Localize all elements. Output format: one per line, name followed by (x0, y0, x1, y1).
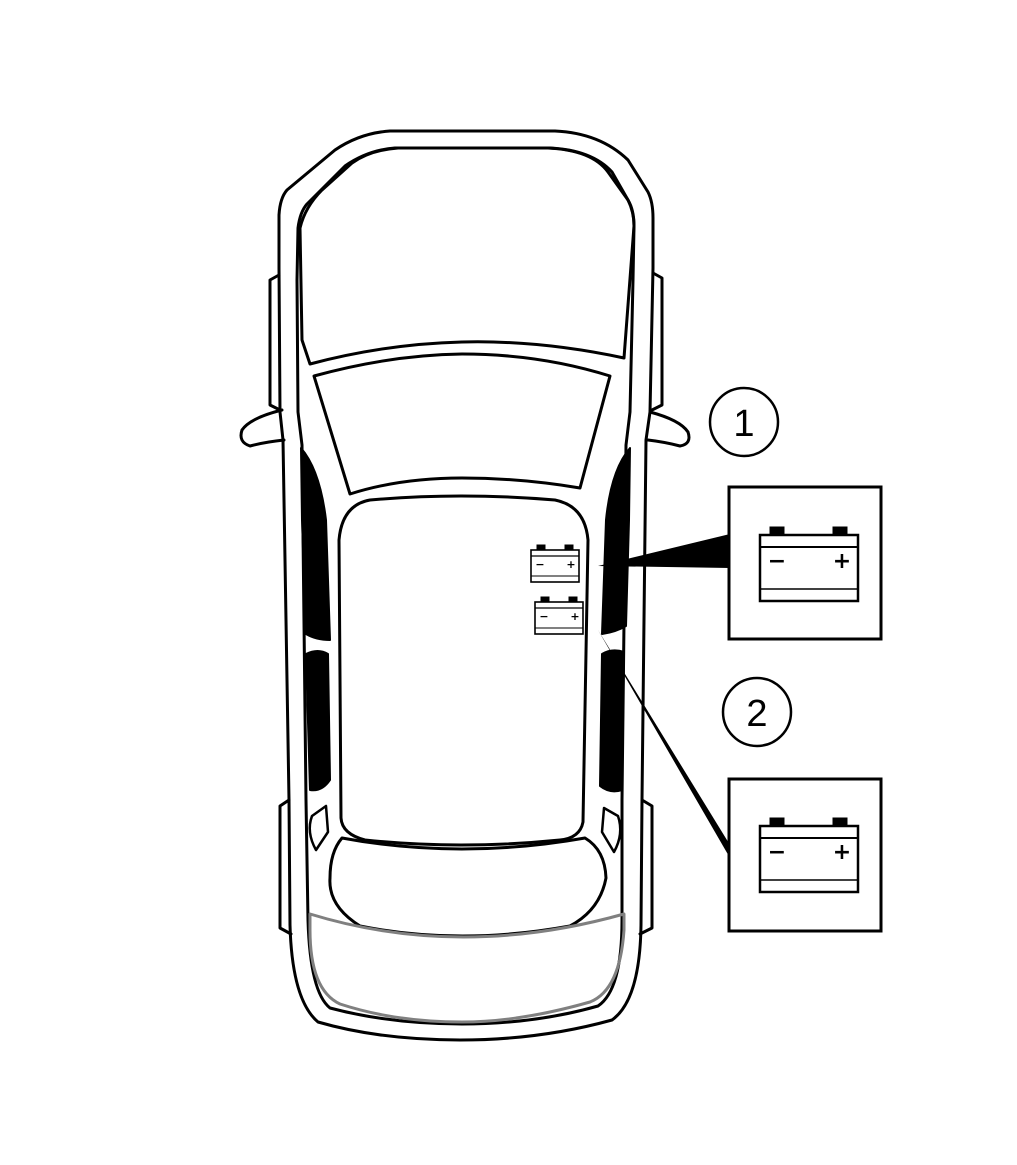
right-rear-fender (638, 798, 654, 936)
battery-icon (758, 817, 860, 894)
callout-2-number: 2 (746, 693, 767, 735)
callout-1-number-circle (708, 386, 780, 458)
right-front-side-window (601, 447, 631, 635)
rear-window (328, 836, 608, 938)
in-car-battery-1-minus: − (535, 558, 544, 571)
roof (337, 494, 590, 847)
in-car-battery-1-plus: + (566, 558, 575, 571)
in-car-battery-2: − + (534, 596, 584, 635)
hood (298, 146, 636, 366)
right-mirror (646, 410, 691, 448)
battery-icon (758, 526, 860, 603)
callout-2-plus: + (833, 840, 851, 865)
right-rear-quarter-window (600, 806, 622, 854)
left-mirror (239, 408, 286, 448)
callout-1-pointer (598, 534, 730, 568)
callout-2-pointer (598, 630, 730, 858)
in-car-battery-2-minus: − (539, 610, 548, 623)
left-rear-fender (278, 798, 293, 936)
battery-icon (534, 596, 584, 635)
callout-1-number: 1 (733, 403, 754, 445)
rear-bumper (308, 912, 626, 1024)
left-rear-quarter-window (308, 804, 330, 852)
right-rear-side-window (599, 649, 625, 793)
right-front-fender (650, 271, 664, 412)
car-inner-outline (295, 146, 636, 1026)
windshield (312, 352, 612, 496)
side-windows (300, 447, 631, 793)
callout-1-battery: − + (758, 526, 860, 603)
in-car-battery-1: − + (530, 544, 580, 583)
callout-1: 1 − + (708, 386, 883, 641)
callout-2: 2 − + (721, 676, 883, 933)
callout-1-plus: + (833, 549, 851, 574)
left-front-fender (268, 273, 282, 412)
callout-2-number-circle (721, 676, 793, 748)
callout-2-minus: − (768, 840, 786, 865)
left-front-side-window (300, 447, 331, 641)
battery-icon (530, 544, 580, 583)
in-car-battery-2-plus: + (570, 610, 579, 623)
callout-2-battery: − + (758, 817, 860, 894)
left-rear-side-window (305, 650, 331, 792)
car-body (239, 129, 691, 1042)
callout-1-minus: − (768, 549, 786, 574)
car-outer-outline (277, 129, 655, 1042)
